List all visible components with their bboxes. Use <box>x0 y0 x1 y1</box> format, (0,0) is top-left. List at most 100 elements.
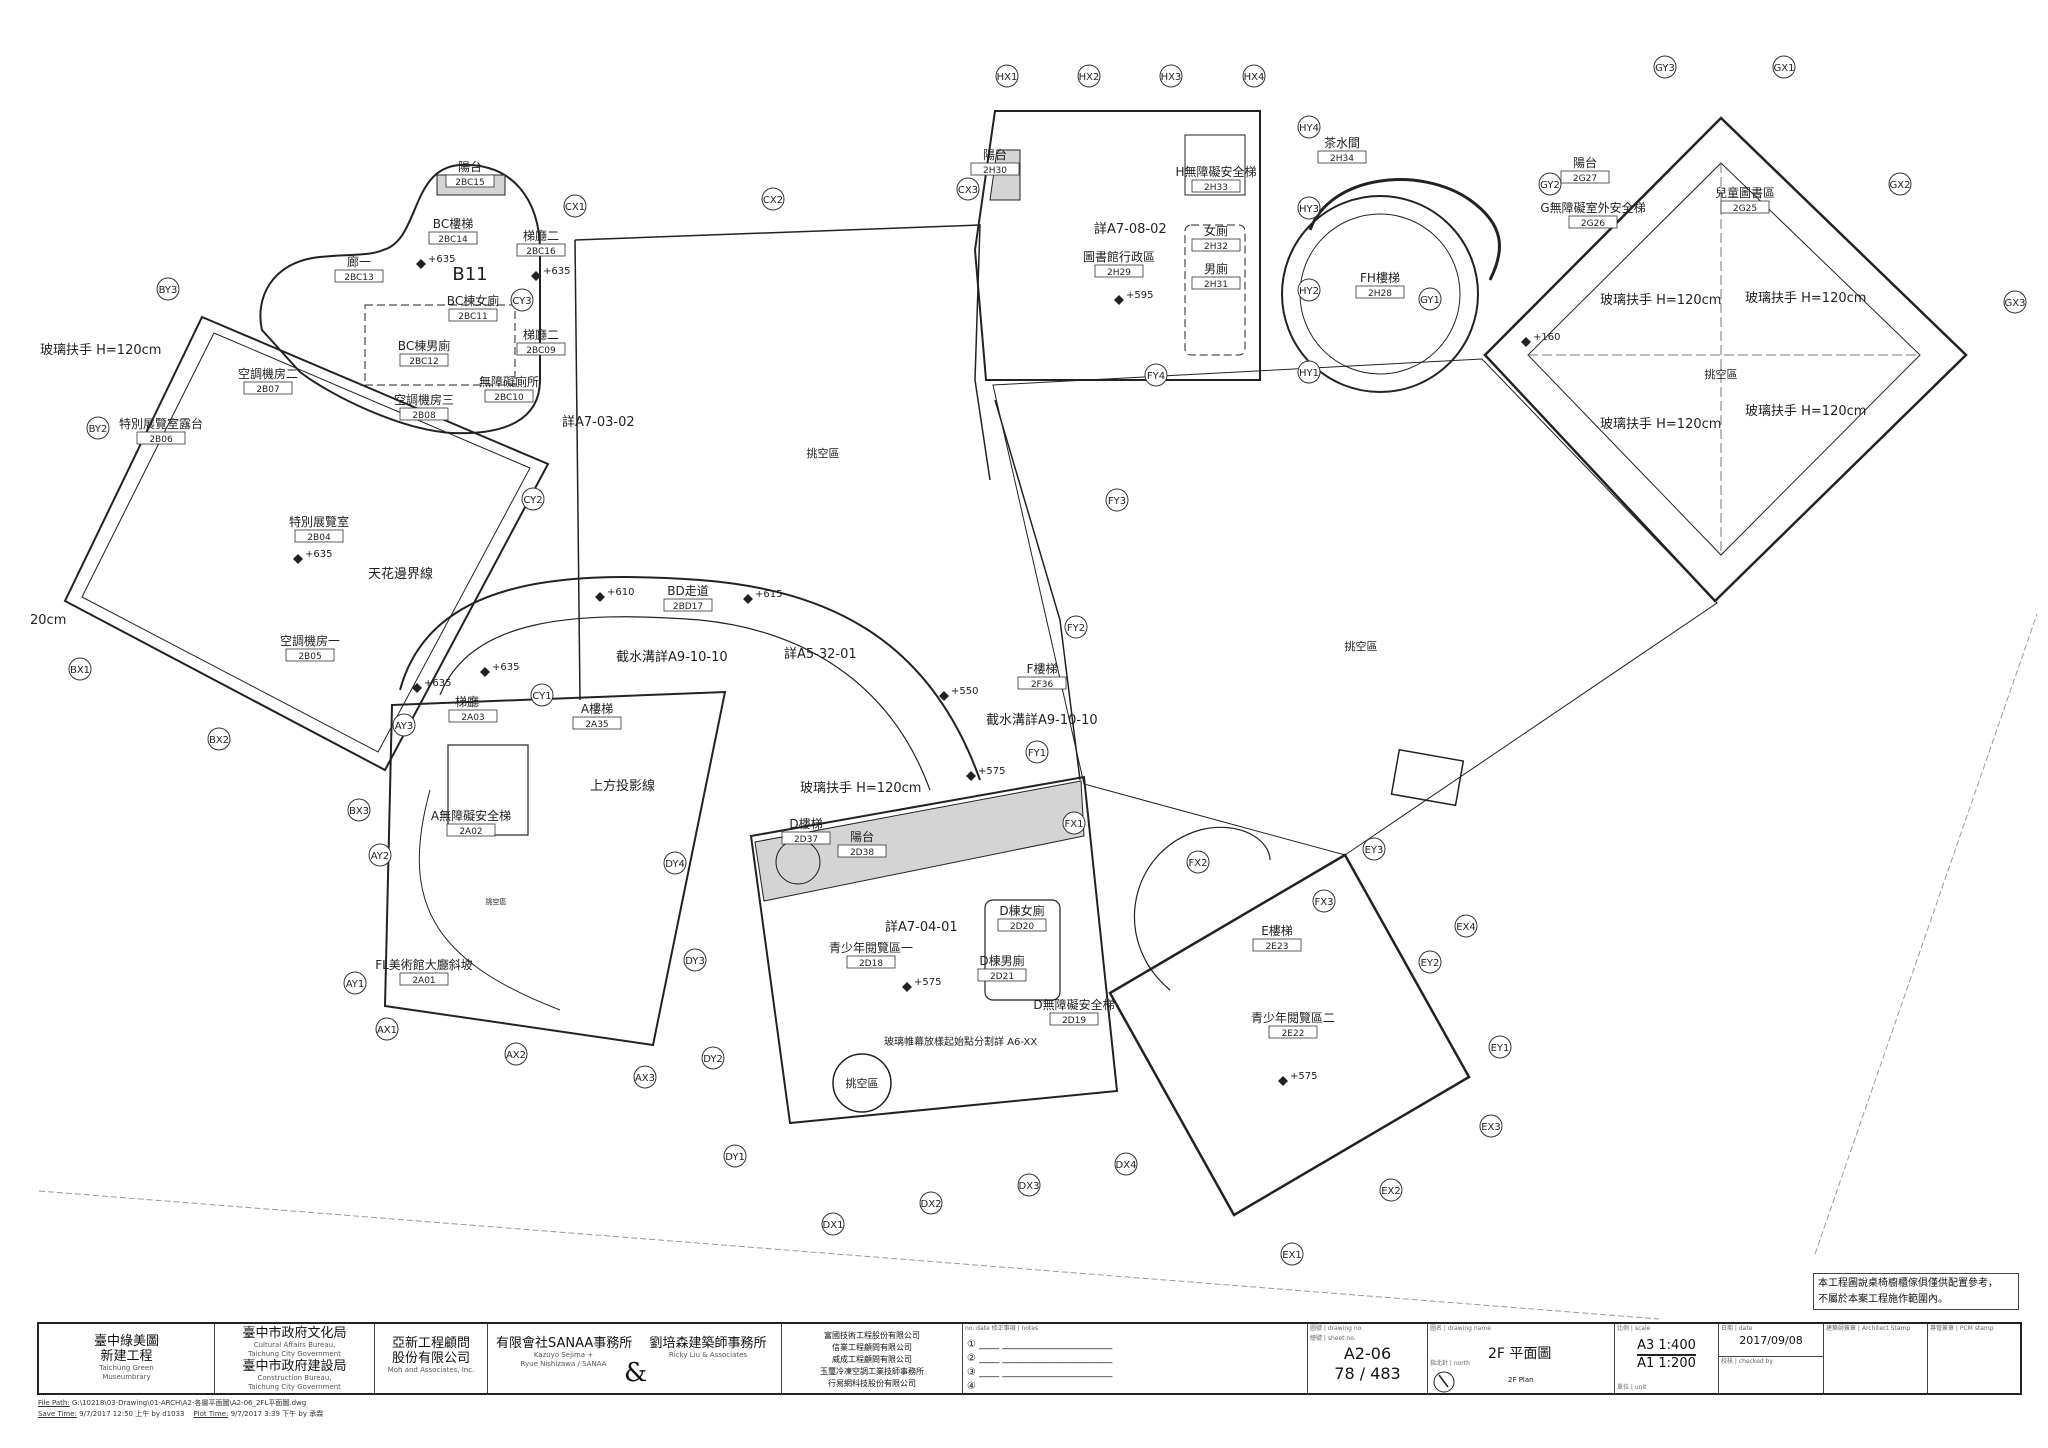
grid-bubble-cx2: CX2 <box>761 187 785 211</box>
site-boundary-line <box>38 1190 1660 1320</box>
project-name-zh-2: 新建工程 <box>100 1349 153 1364</box>
c-void-edge <box>574 224 991 481</box>
elevation-marker: +615 <box>743 589 782 604</box>
elevation-value: +635 <box>424 678 451 689</box>
grid-bubble-ex2: EX2 <box>1379 1178 1403 1202</box>
architect-1-zh: 有限會社SANAA事務所 <box>496 1336 633 1351</box>
grid-bubble-label: GY3 <box>1655 63 1675 74</box>
grid-bubble-circle <box>956 177 980 201</box>
grid-bubble-cy2: CY2 <box>521 487 545 511</box>
grid-bubble-circle <box>1362 837 1386 861</box>
room-code-box <box>445 174 495 188</box>
elevation-marker: +575 <box>902 977 941 992</box>
elevation-value: +575 <box>1290 1071 1317 1082</box>
elevation-marker: +575 <box>1278 1071 1317 1086</box>
revision-number: ④ <box>967 1381 976 1392</box>
room-name: F樓梯 <box>1027 661 1058 676</box>
owner-1-en: Cultural Affairs Bureau, <box>253 1341 336 1349</box>
room-name: D棟男廁 <box>979 953 1024 968</box>
grid-bubble-label: EY2 <box>1421 958 1440 969</box>
room-name: 空調機房一 <box>280 633 340 648</box>
grid-bubble-circle <box>1772 55 1796 79</box>
room-code-box <box>334 269 384 283</box>
room-code: 2B08 <box>412 411 436 421</box>
grid-bubble-circle <box>1186 850 1210 874</box>
elevation-value: +615 <box>755 589 782 600</box>
room-code-box <box>1560 170 1610 184</box>
elevation-value: +550 <box>951 686 978 697</box>
grid-bubble-circle <box>1454 914 1478 938</box>
callout-note: 玻璃扶手 H=120cm <box>40 343 161 358</box>
grid-bubble-fx1: FX1 <box>1062 811 1086 835</box>
revision-row: ② ____ ______________________ <box>967 1353 1113 1364</box>
drawing-name-en: 2F Plan <box>1508 1376 1534 1384</box>
room-name: 陽台 <box>983 147 1007 162</box>
room-code-box <box>663 598 713 612</box>
grid-bubble-circle <box>1418 287 1442 311</box>
ampersand: & <box>624 1358 648 1388</box>
callout-note: 玻璃帷幕放樣起始點分割詳 A6-XX <box>884 1035 1037 1048</box>
room-code-box <box>837 844 887 858</box>
grid-bubble-hy1: HY1 <box>1297 360 1321 384</box>
pcm-stamp-cell: 專管簽章 | PCM stamp <box>1928 1324 2020 1393</box>
sheet-no-label: 總號 | sheet no. <box>1310 1335 1356 1342</box>
title-block: 臺中綠美圖 新建工程 Taichung Green Museumbrary 臺中… <box>37 1322 2022 1395</box>
room-code-box <box>399 972 449 986</box>
grid-bubble-label: CX1 <box>565 202 585 213</box>
elevation-marker: +635 <box>531 266 570 281</box>
grid-bubble-label: GX1 <box>1774 63 1795 74</box>
room-code: 2BD17 <box>673 602 703 612</box>
void-area-label: 挑空區 <box>486 897 507 906</box>
grid-bubble-circle <box>510 288 534 312</box>
architect-2-en: Ricky Liu & Associates <box>668 1351 748 1359</box>
project-name-en-2: Museumbrary <box>102 1373 151 1381</box>
elevation-marker: +635 <box>480 662 519 677</box>
date-cell: 日期 | date 2017/09/08 校核 | checked by <box>1719 1324 1824 1393</box>
room-code: 2B04 <box>307 533 331 543</box>
grid-bubble-label: CX2 <box>763 195 783 206</box>
grid-bubble-label: FX1 <box>1065 819 1084 830</box>
room-code: 2D18 <box>859 959 883 969</box>
room-name: 男廁 <box>1204 261 1228 276</box>
level-marker-icon <box>966 771 976 781</box>
architect-stamp-label: 建築師簽章 | Architect Stamp <box>1826 1325 1911 1332</box>
grid-bubble-label: DX4 <box>1116 1160 1137 1171</box>
level-marker-icon <box>902 982 912 992</box>
owner-2-zh: 臺中市政府建設局 <box>242 1359 347 1374</box>
callout-note: 詳A7-08-02 <box>1094 221 1167 237</box>
grid-bubble-circle <box>375 1017 399 1041</box>
grid-bubble-circle <box>1114 1152 1138 1176</box>
g-void-edge <box>1527 162 1921 556</box>
grid-bubble-circle <box>633 1065 657 1089</box>
grid-bubble-cy3: CY3 <box>510 288 534 312</box>
elevation-marker: +635 <box>412 678 451 693</box>
grid-bubble-circle <box>919 1191 943 1215</box>
room-code-box <box>1191 238 1241 252</box>
void-area-label: 挑空區 <box>1345 639 1378 653</box>
drawing-number-cell: 圖號 | drawing no. 總號 | sheet no. A2-06 78… <box>1308 1324 1428 1393</box>
elevation-marker: +635 <box>416 254 455 269</box>
grid-bubble-ay2: AY2 <box>368 843 392 867</box>
room-code-box <box>448 709 498 723</box>
grid-bubble-label: FY4 <box>1147 371 1165 382</box>
room-code-box <box>572 716 622 730</box>
elevation-value: +610 <box>607 587 634 598</box>
room-code-box <box>846 955 896 969</box>
grid-bubble-label: DY4 <box>665 859 685 870</box>
room-name: 梯廳一 <box>455 694 491 709</box>
level-marker-icon <box>412 683 422 693</box>
bd-corridor-inner <box>439 616 931 791</box>
grid-bubble-dx1: DX1 <box>821 1212 845 1236</box>
room-name: BD走道 <box>667 584 708 598</box>
